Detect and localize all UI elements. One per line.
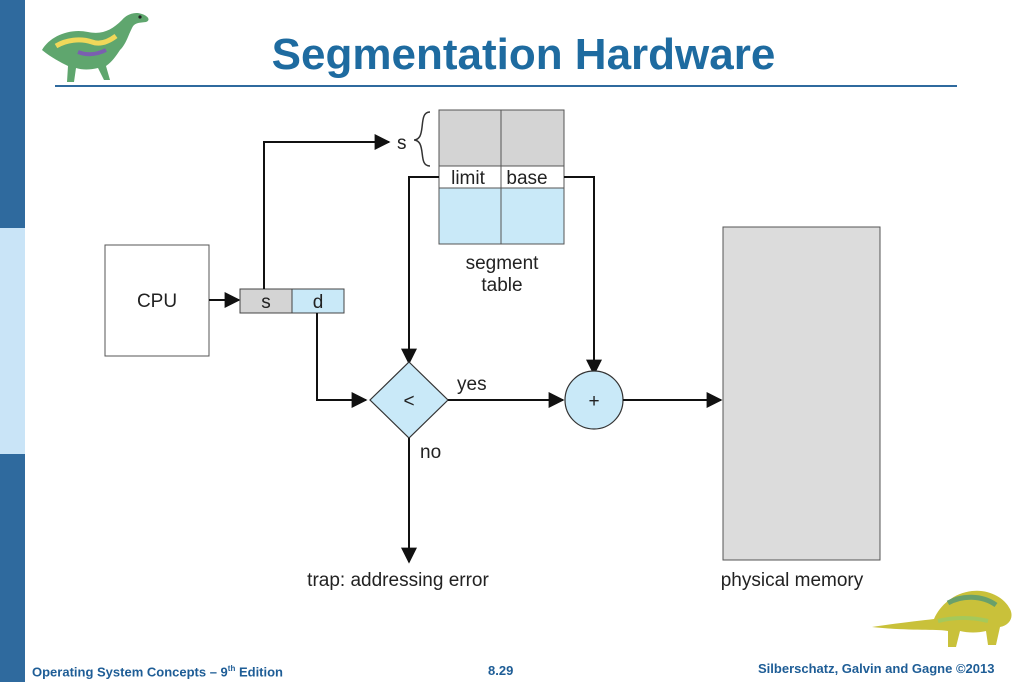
slide-title: Segmentation Hardware: [271, 30, 776, 79]
segment-table-label-line1: segment: [466, 253, 540, 274]
footer-title-sup: th: [227, 664, 236, 673]
cpu-label: CPU: [137, 291, 177, 312]
yes-label: yes: [457, 374, 487, 395]
physical-memory-label: physical memory: [721, 570, 864, 591]
cpu-box: [104, 244, 210, 357]
address-s-label: s: [261, 292, 271, 313]
footer-book-title: Operating System Concepts – 9th Edition: [32, 664, 283, 679]
limit-label: limit: [451, 168, 485, 189]
trap-label: trap: addressing error: [307, 570, 489, 591]
base-to-adder-arrow: [564, 176, 602, 376]
segment-table-label-line2: table: [481, 275, 522, 296]
address-d-label: d: [313, 292, 324, 313]
dinosaur-logo-icon: [42, 12, 149, 82]
title-divider: [55, 85, 957, 87]
s-to-table-arrow: [263, 134, 391, 289]
dinosaur-footer-icon: [872, 590, 1012, 647]
segment-table-gray-left: [438, 109, 502, 167]
footer-page-number: 8.29: [488, 663, 514, 678]
address-s-cell: [239, 288, 293, 314]
footer-title-suffix: Edition: [235, 664, 284, 680]
footer-title-prefix: Operating System Concepts – 9: [32, 664, 228, 680]
segment-index-label: s: [397, 133, 407, 154]
physical-memory-box: [722, 226, 881, 561]
adder-label: +: [588, 391, 599, 412]
segment-table-gray-right: [500, 109, 565, 167]
segment-index-brace: [413, 111, 431, 167]
d-to-compare-arrow: [316, 313, 368, 408]
compare-label: <: [403, 391, 414, 412]
base-label: base: [506, 168, 547, 189]
segment-table-blue-left: [438, 187, 502, 245]
segment-table-blue-right: [500, 187, 565, 245]
footer-authors: Silberschatz, Galvin and Gagne ©2013: [758, 661, 995, 676]
no-label: no: [420, 442, 441, 463]
sidebar-highlight: [0, 228, 25, 454]
limit-to-compare-arrow: [401, 176, 439, 365]
